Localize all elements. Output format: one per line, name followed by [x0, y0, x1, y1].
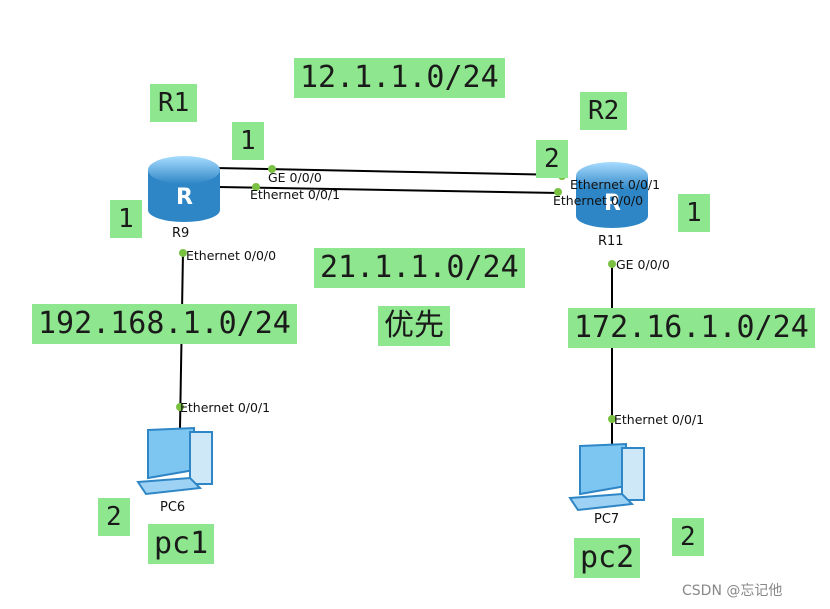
svg-text:R: R [604, 191, 621, 216]
port-label-r11-ge000: GE 0/0/0 [616, 257, 670, 272]
pc6-icon[interactable] [136, 426, 213, 496]
router-label-r1: R1 [150, 84, 198, 122]
port-label-r11-eth000: Ethernet 0/0/0 [553, 193, 644, 208]
cost-label-r1-eth: 1 [110, 200, 142, 238]
cost-label-pc7: 2 [672, 518, 704, 556]
cost-label-r2-eth1: 2 [536, 140, 568, 178]
port-label-r9-ge000: GE 0/0/0 [268, 170, 322, 185]
router-label-r2: R2 [580, 92, 628, 130]
port-label-pc6-eth001: Ethernet 0/0/1 [180, 400, 271, 415]
router-r9-icon[interactable]: R [148, 156, 220, 222]
port-dots [176, 165, 616, 423]
device-name-r9: R9 [172, 226, 190, 241]
network-label-192: 192.168.1.0/24 [32, 304, 297, 344]
pc-label-pc2: pc2 [574, 538, 641, 578]
network-label-21: 21.1.1.0/24 [314, 248, 525, 288]
pc7-icon[interactable] [568, 442, 645, 512]
watermark: CSDN @忘记他 [682, 583, 783, 599]
link-r9-eth1-r11-eth0 [217, 186, 561, 194]
network-label-12: 12.1.1.0/24 [294, 58, 505, 98]
cost-label-pc6: 2 [98, 498, 130, 536]
cost-label-r1-ge: 1 [232, 122, 264, 160]
port-label-r9-eth000: Ethernet 0/0/0 [186, 248, 277, 263]
port-label-r11-eth001: Ethernet 0/0/1 [570, 177, 661, 192]
pc-label-pc1: pc1 [148, 524, 215, 564]
svg-text:R: R [176, 185, 193, 210]
network-label-172: 172.16.1.0/24 [568, 308, 815, 348]
port-label-r9-eth001: Ethernet 0/0/1 [250, 187, 341, 202]
router-r11-icon[interactable]: R [576, 162, 648, 228]
device-name-r11: R11 [598, 234, 624, 249]
priority-label: 优先 [378, 306, 450, 346]
device-name-pc6: PC6 [160, 500, 186, 515]
port-label-pc7-eth001: Ethernet 0/0/1 [614, 412, 705, 427]
cost-label-r2-ge: 1 [678, 194, 710, 232]
device-name-pc7: PC7 [594, 512, 620, 527]
